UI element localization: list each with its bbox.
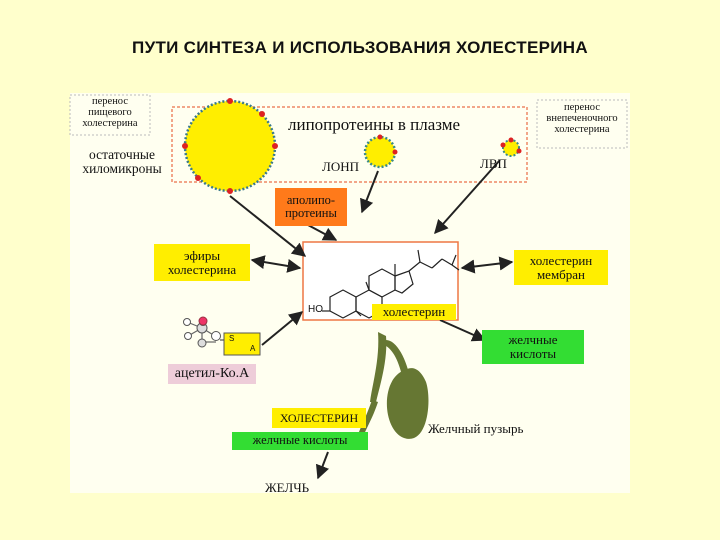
arrow-apoproteins-to-cholesterol bbox=[307, 224, 338, 241]
apolipoproteins-line-2: протеины bbox=[285, 206, 337, 220]
extrahepatic-line-1: перенос bbox=[564, 102, 600, 113]
extrahepatic-frame bbox=[536, 99, 628, 149]
food-transfer-label: перенос пищевого холестерина bbox=[72, 96, 148, 129]
membrane-cholesterol-box: холестерин мембран bbox=[514, 250, 608, 285]
bile-acids-box: желчные кислоты bbox=[482, 330, 584, 364]
extrahepatic-line-3: холестерина bbox=[554, 124, 610, 136]
gallbladder-shape bbox=[356, 332, 429, 440]
bile-acids-line-1: желчные bbox=[508, 332, 558, 348]
food-transfer-frame bbox=[69, 94, 151, 136]
apolipoproteins-line-1: аполипо- bbox=[286, 192, 336, 207]
food-transfer-line-2: пищевого bbox=[88, 107, 132, 119]
plasma-frame bbox=[171, 106, 528, 183]
esters-line-1: эфиры bbox=[183, 247, 221, 263]
arrow-hdl-to-cholesterol bbox=[434, 159, 501, 235]
bile-label: ЖЕЛЧЬ bbox=[265, 480, 310, 495]
bile-acids-line-2: кислоты bbox=[509, 346, 557, 361]
chylomicron-particle bbox=[182, 98, 278, 194]
arrow-ldl-to-apoproteins bbox=[360, 170, 379, 214]
ho-label: HO bbox=[308, 304, 323, 315]
arrow-acetylcoa-to-cholesterol bbox=[261, 311, 304, 346]
apolipoproteins-box: аполипо- протеины bbox=[275, 188, 347, 226]
ldl-particle bbox=[363, 134, 398, 169]
arrow-cholesterol-to-bileacids bbox=[439, 319, 487, 342]
membrane-line-1: холестерин bbox=[529, 252, 593, 268]
arrow-membrane-bidirectional bbox=[460, 256, 514, 274]
hdl-particle bbox=[500, 137, 522, 157]
coa-s-label: S bbox=[229, 334, 235, 343]
food-transfer-line-1: перенос bbox=[92, 96, 128, 107]
cholesterol-box: холестерин bbox=[372, 304, 456, 320]
arrow-chylomicron-to-cholesterol bbox=[229, 195, 307, 257]
bile-acids-bottom-box: желчные кислоты bbox=[232, 432, 368, 450]
remnants-line-2: хиломикроны bbox=[82, 161, 162, 177]
coa-a-label: A bbox=[250, 344, 256, 353]
pathway-arrows bbox=[229, 159, 514, 480]
acetyl-coa-box: ацетил-Ко.А bbox=[168, 364, 256, 384]
chylomicron-remnants-label: остаточные хиломикроны bbox=[72, 147, 172, 177]
gallbladder-label: Желчный пузырь bbox=[428, 421, 524, 436]
cholesterol-structure bbox=[322, 249, 460, 319]
extrahepatic-line-2: внепеченочного bbox=[546, 113, 618, 125]
remnants-line-1: остаточные bbox=[89, 147, 155, 162]
ldl-label: ЛОНП bbox=[322, 159, 359, 174]
cholesterol-esters-box: эфиры холестерина bbox=[154, 244, 250, 281]
page-title: ПУТИ СИНТЕЗА И ИСПОЛЬЗОВАНИЯ ХОЛЕСТЕРИНА bbox=[132, 38, 588, 57]
food-transfer-line-3: холестерина bbox=[82, 118, 138, 130]
hdl-label: ЛВП bbox=[480, 156, 507, 171]
arrow-bile-down bbox=[315, 451, 330, 480]
plasma-lipoproteins-label: липопротеины в плазме bbox=[288, 115, 461, 134]
extrahepatic-transfer-label: перенос внепеченочного холестерина bbox=[537, 102, 627, 135]
membrane-line-2: мембран bbox=[536, 266, 586, 282]
arrow-esters-bidirectional bbox=[250, 255, 302, 273]
acetyl-coa-structure bbox=[183, 316, 261, 356]
esters-line-2: холестерина bbox=[167, 261, 237, 277]
bile-cholesterol-box: ХОЛЕСТЕРИН bbox=[272, 408, 366, 428]
